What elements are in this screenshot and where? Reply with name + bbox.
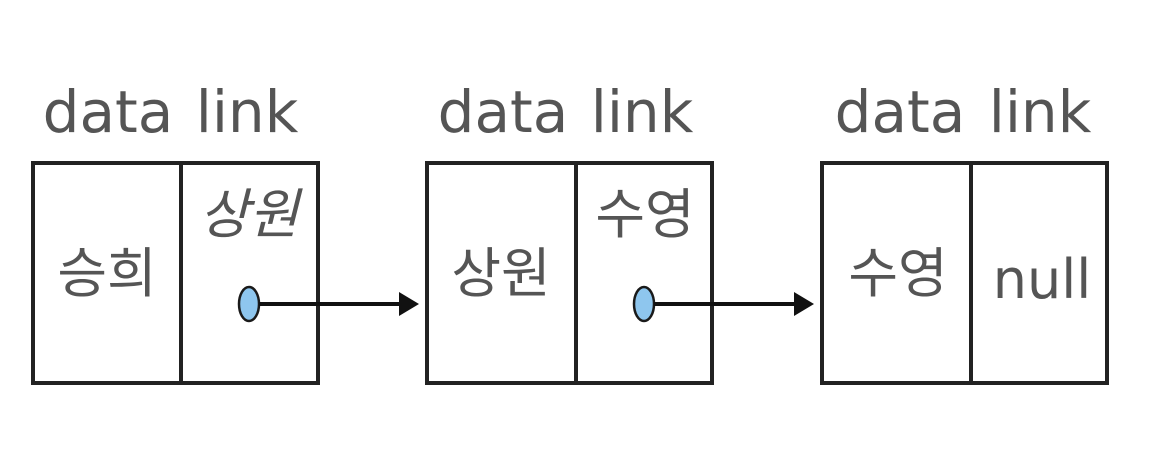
node-3-data-value: 수영 <box>848 242 947 305</box>
node-2-link-value: 수영 <box>595 183 694 246</box>
node-1-box <box>31 161 320 385</box>
node-3-link-value: null <box>993 248 1091 311</box>
arrow-2-head <box>794 292 814 316</box>
node-2-data-value: 상원 <box>451 242 550 305</box>
node-2-pointer-dot <box>632 285 656 323</box>
list-node-2: data link 상원 수영 <box>425 78 714 385</box>
list-node-1: data link 승희 상원 <box>31 78 320 385</box>
node-3-box <box>820 161 1109 385</box>
node-2-link-header: link <box>591 78 694 146</box>
arrow-1-head <box>399 292 419 316</box>
pointer-arrow-1 <box>259 292 419 316</box>
pointer-arrow-2 <box>654 292 814 316</box>
node-2-box <box>425 161 714 385</box>
node-1-link-value: 상원 <box>199 183 303 246</box>
node-1-link-header: link <box>196 78 299 146</box>
node-1-data-header: data <box>43 78 174 146</box>
node-1-pointer-dot <box>237 285 261 323</box>
list-node-3: data link 수영 null <box>820 78 1109 385</box>
node-3-data-header: data <box>835 78 966 146</box>
node-3-link-header: link <box>989 78 1092 146</box>
node-1-data-value: 승희 <box>57 242 156 305</box>
node-2-data-header: data <box>438 78 569 146</box>
